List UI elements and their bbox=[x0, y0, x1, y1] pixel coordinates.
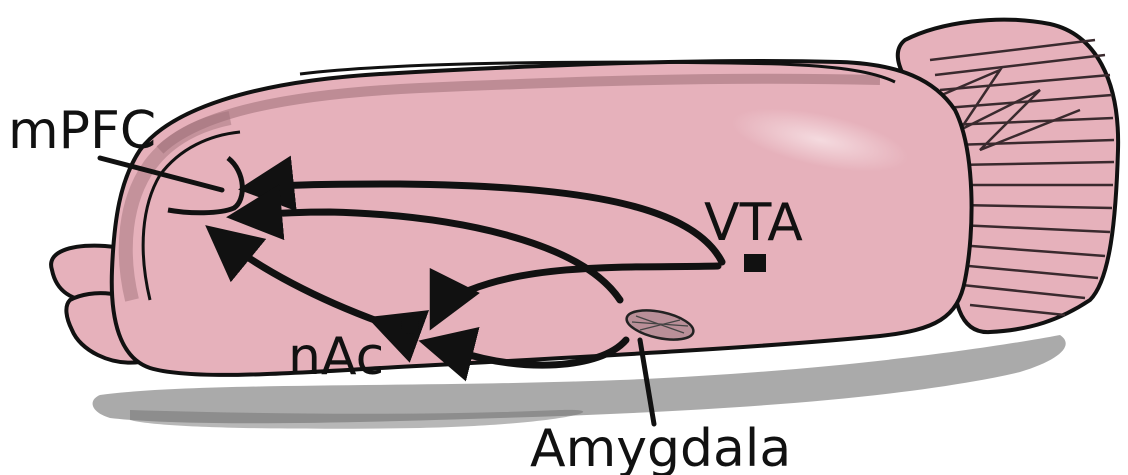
nac-dot bbox=[401, 316, 419, 334]
vta-square bbox=[744, 254, 766, 272]
label-nac: nAc bbox=[288, 327, 384, 387]
label-vta: VTA bbox=[704, 193, 803, 253]
label-amygdala: Amygdala bbox=[530, 419, 791, 475]
label-mpfc: mPFC bbox=[8, 101, 156, 161]
